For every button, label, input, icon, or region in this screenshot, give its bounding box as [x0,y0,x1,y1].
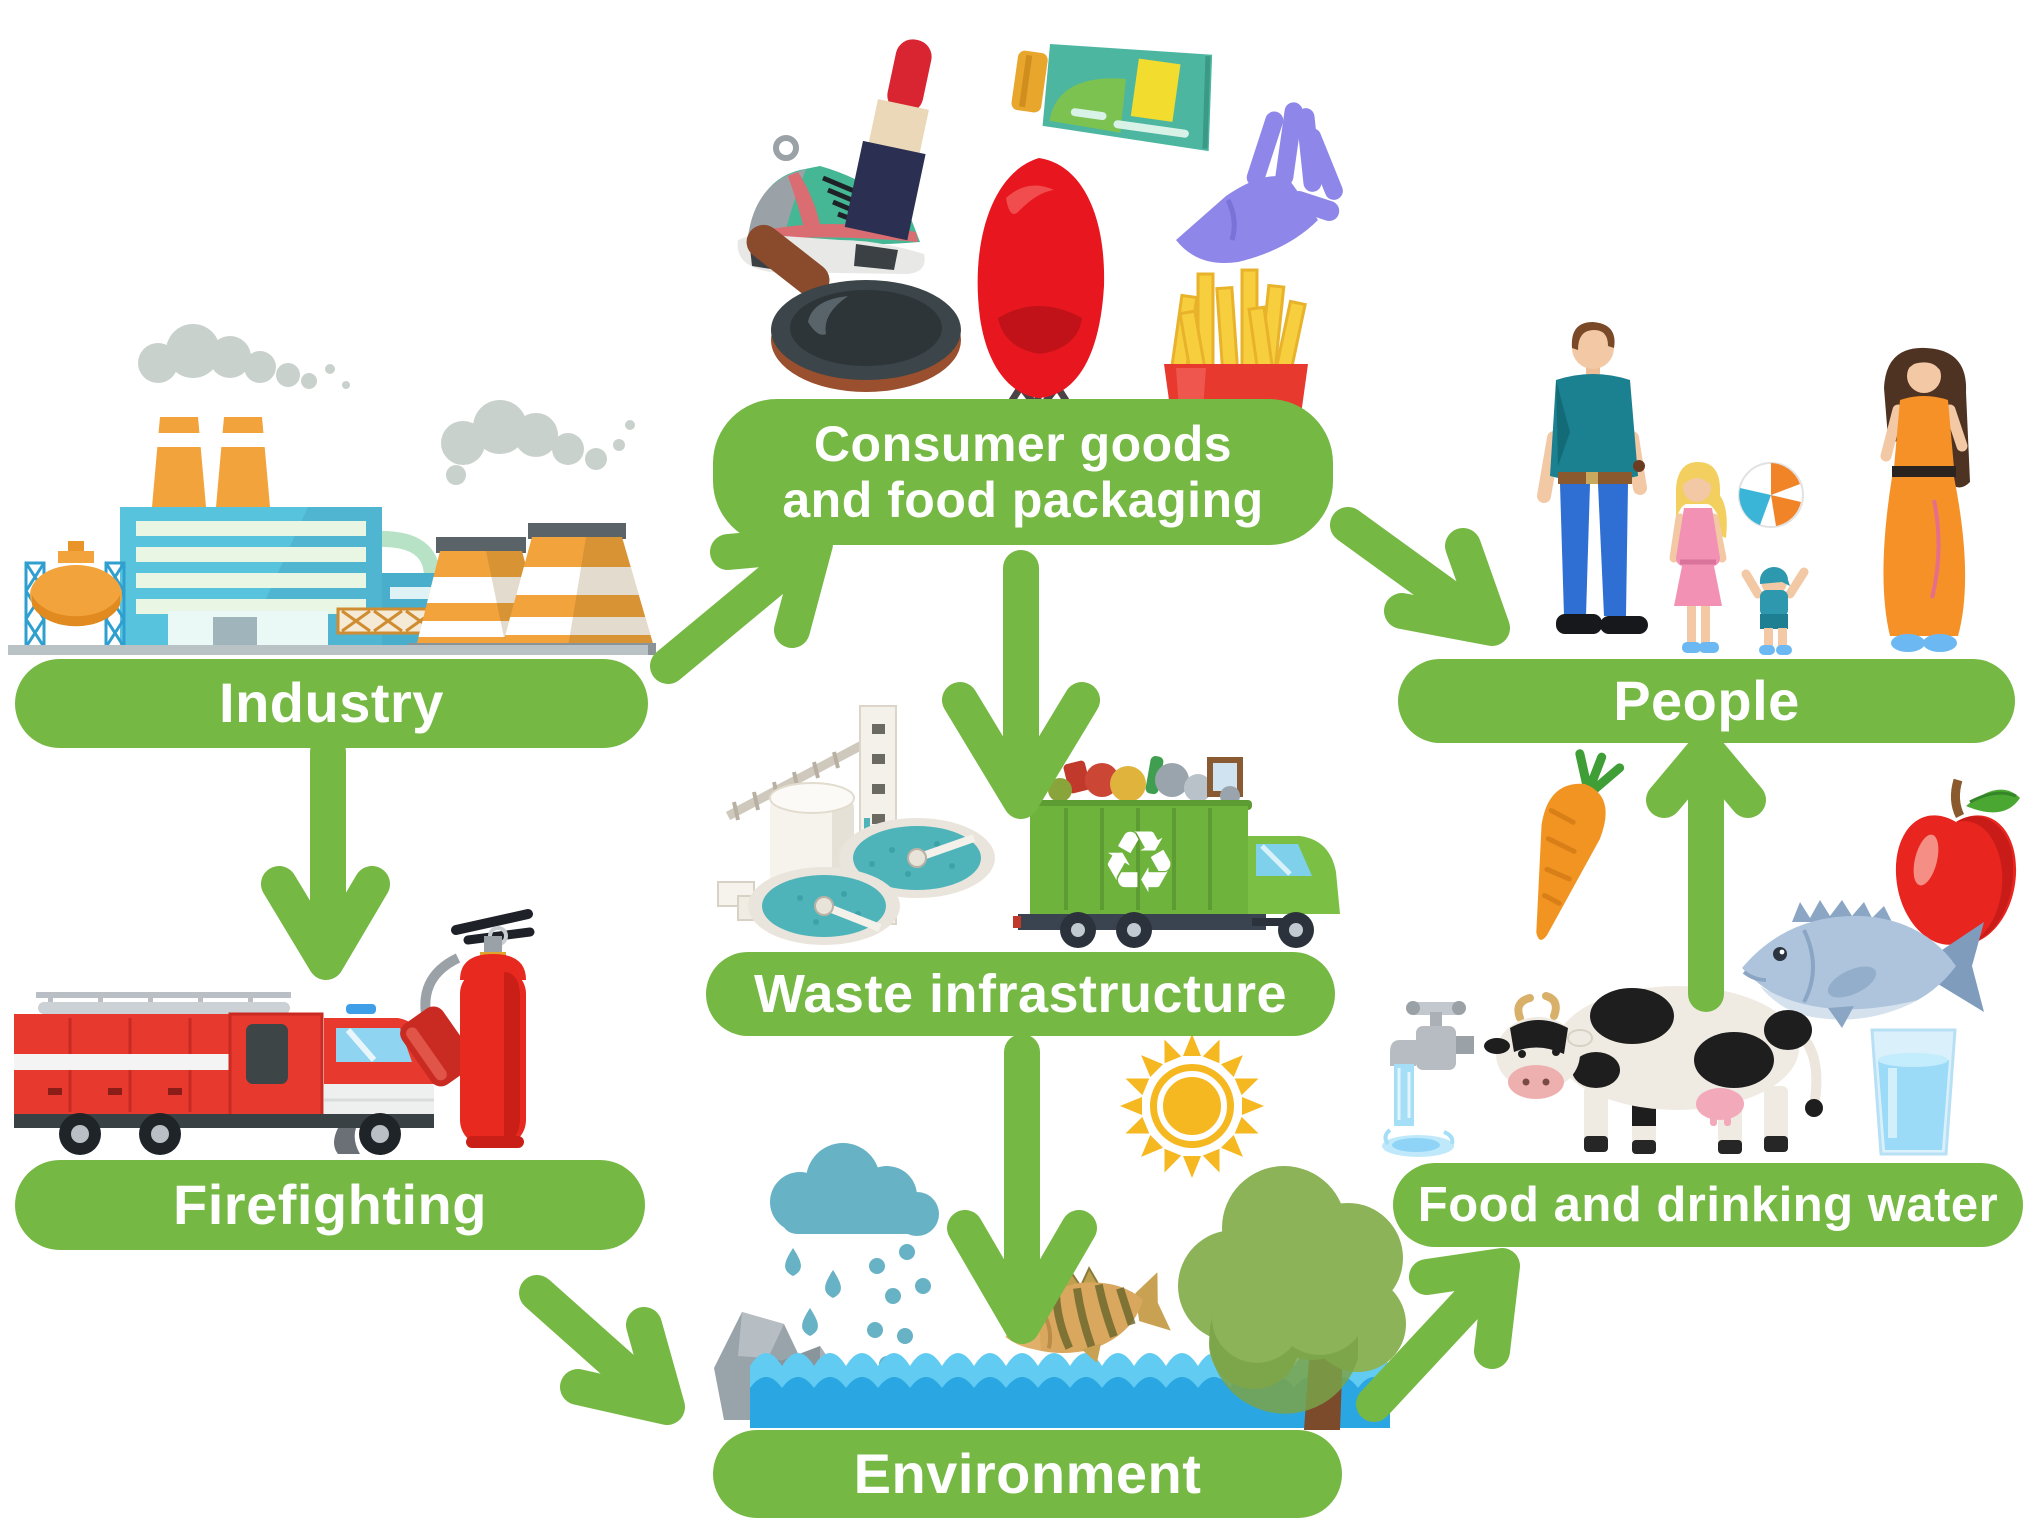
arrow-industry-to-firefighting [261,734,390,980]
rubber-glove-icon [1176,102,1343,264]
arrows-layer [261,507,1766,1425]
beach-ball-icon [1738,462,1804,528]
recycle-icon: ♻ [1100,813,1177,913]
node-environment-label: Environment [853,1441,1202,1505]
node-food-and-drinking-water-label: Food and drinking water [1417,1177,1999,1232]
arrow-consumer-goods-to-people [1330,507,1510,646]
girl-icon [1669,462,1727,653]
arrow-food-to-people [1646,732,1766,1012]
fire-extinguisher-icon [400,909,535,1148]
garbage-truck-icon: ♻ [1013,756,1340,948]
node-industry-label: Industry [219,671,444,735]
man-icon [1537,322,1648,634]
water-treatment-plant-icon [717,705,995,945]
frying-pan-icon [746,224,961,392]
fish-icon [1742,900,1984,1028]
node-people: People [1398,659,2015,743]
woman-icon [1880,347,1970,652]
arrow-environment-to-food [1356,1248,1520,1422]
arrow-industry-to-consumer-goods [650,526,833,684]
apple-icon [1895,778,2020,945]
arrow-waste-to-environment [947,1034,1097,1344]
water-tap-icon [1382,1001,1474,1157]
cream-tube-icon [1011,44,1213,152]
node-firefighting: Firefighting [15,1160,645,1250]
node-people-label: People [1613,668,1800,732]
node-industry: Industry [15,659,648,748]
sun-icon [1120,1034,1264,1178]
tree-icon [1178,1166,1406,1430]
cow-icon [1484,986,1823,1154]
arrow-consumer-goods-to-waste [942,550,1100,819]
carrot-icon [1536,749,1625,940]
water-glass-icon [1870,1028,1957,1156]
node-food-and-drinking-water: Food and drinking water [1393,1163,2023,1247]
fire-truck-icon [14,992,434,1155]
toddler-icon [1741,567,1809,655]
arrow-firefighting-to-environment [519,1275,685,1425]
node-consumer-goods: Consumer goods and food packaging [713,399,1333,545]
rain-cloud-icon [770,1143,939,1372]
node-environment: Environment [713,1430,1342,1518]
factory-icon [8,324,656,655]
node-consumer-goods-label-line2: and food packaging [782,472,1264,528]
node-consumer-goods-label-line1: Consumer goods [813,416,1233,472]
node-firefighting-label: Firefighting [173,1172,487,1236]
lipstick-icon [844,39,932,241]
node-waste-infrastructure-label: Waste infrastructure [753,963,1288,1024]
node-waste-infrastructure: Waste infrastructure [706,952,1335,1036]
